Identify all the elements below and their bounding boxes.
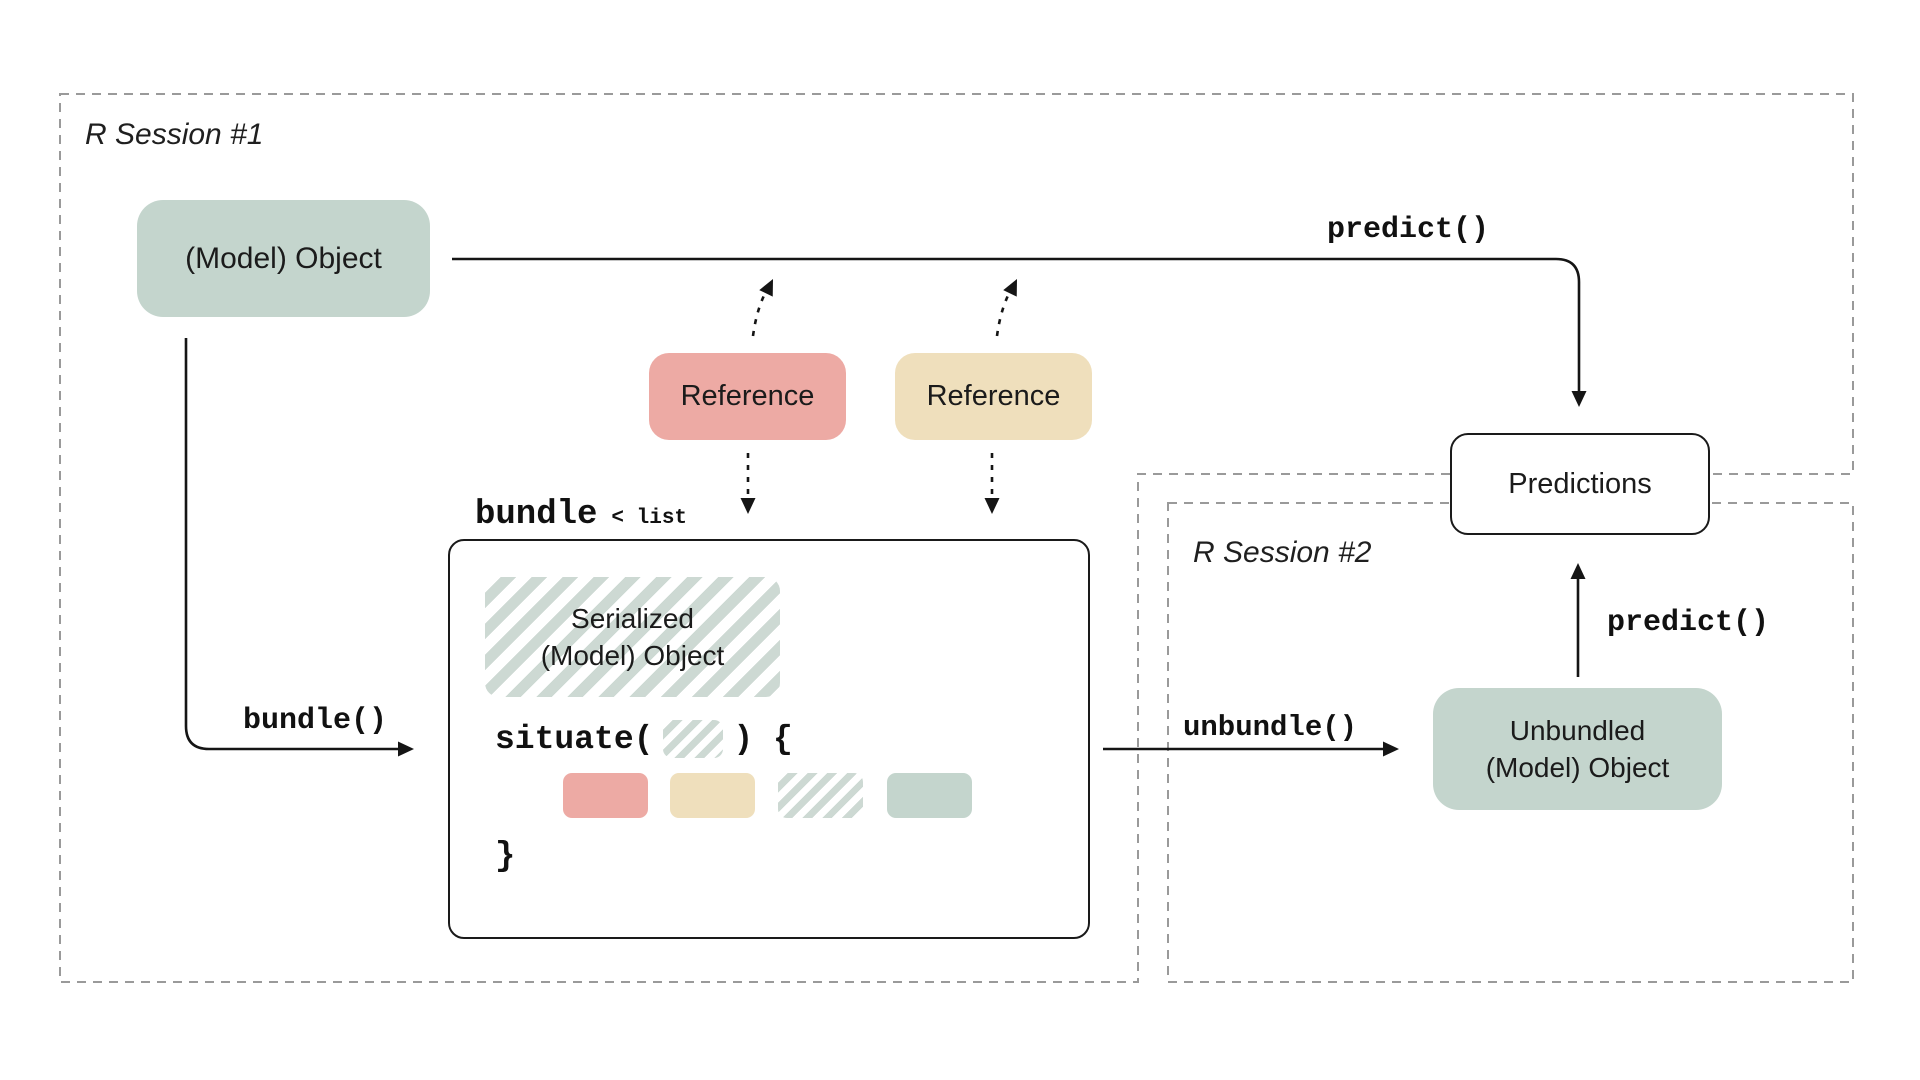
serialized-label-line2: (Model) Object [540, 640, 725, 671]
predictions-box: Predictions [1450, 433, 1710, 535]
reference2-down-arrowhead [984, 498, 1000, 514]
unbundled-label-line1: Unbundled [1509, 715, 1646, 746]
bundle-chip-red [563, 773, 648, 818]
reference1-box: Reference [649, 353, 846, 440]
situate-code-line: situate( ) { [495, 716, 793, 762]
session2-label: R Session #2 [1193, 536, 1372, 569]
predict-arrowhead [1571, 391, 1587, 407]
unbundle-arrowhead [1383, 741, 1399, 757]
reference2-box: Reference [895, 353, 1092, 440]
reference1-up-arrowhead [759, 279, 773, 297]
bundle-arrowhead [398, 741, 414, 757]
model-object-label: (Model) Object [185, 241, 382, 275]
serialized-model-object-box: Serialized (Model) Object [485, 577, 780, 697]
situate-suffix: ) { [733, 720, 793, 758]
bundle-title-name: bundle [475, 496, 598, 534]
bundle-label: bundle() [243, 704, 388, 738]
reference2-label: Reference [926, 380, 1061, 412]
model-object-box: (Model) Object [137, 200, 430, 317]
reference1-label: Reference [680, 380, 815, 412]
session1-border [59, 93, 1854, 983]
predict2-arrowhead [1570, 563, 1586, 579]
bundle-title-class: < list [611, 507, 688, 530]
situate-striped-chip [663, 720, 724, 758]
serialized-label: Serialized (Model) Object [541, 600, 725, 674]
bundle-arrow-line [184, 338, 398, 751]
bundle-chip-green [887, 773, 972, 818]
predict-arrow-line [452, 257, 1581, 391]
session1-label: R Session #1 [85, 118, 264, 151]
predict-label: predict() [1327, 213, 1490, 247]
bundle-chip-tan [670, 773, 755, 818]
unbundled-label-line2: (Model) Object [1485, 752, 1670, 783]
unbundled-model-object-box: Unbundled (Model) Object [1433, 688, 1722, 810]
situate-prefix: situate( [495, 720, 654, 758]
bundle-chip-striped [778, 773, 863, 818]
reference1-down-arrowhead [740, 498, 756, 514]
predictions-label: Predictions [1508, 467, 1652, 500]
closing-brace: } [495, 838, 516, 876]
serialized-label-line1: Serialized [571, 603, 694, 634]
bundle-title: bundle < list [475, 496, 687, 534]
unbundled-label: Unbundled (Model) Object [1486, 712, 1670, 786]
predict2-label: predict() [1607, 606, 1770, 640]
unbundle-label: unbundle() [1183, 711, 1358, 744]
reference2-up-arrowhead [1003, 279, 1017, 297]
